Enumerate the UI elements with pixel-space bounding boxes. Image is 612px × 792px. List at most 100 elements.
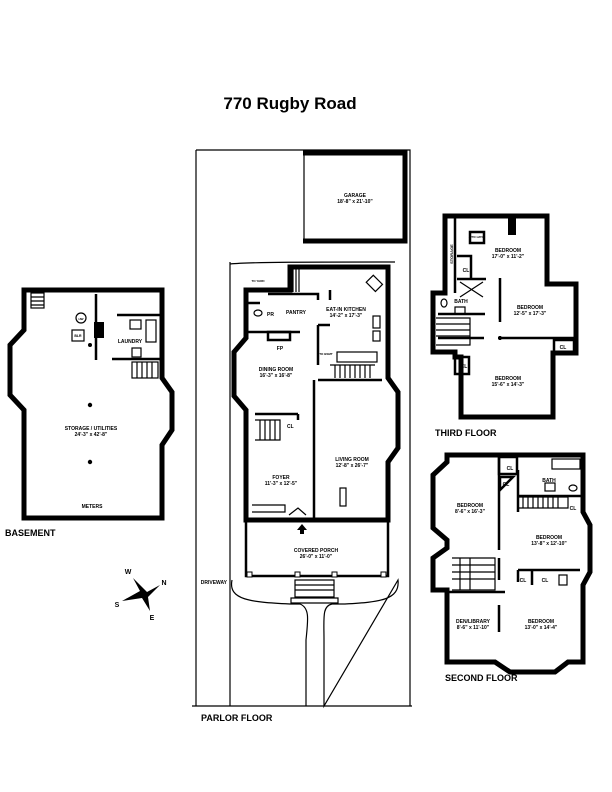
porch-walls [244, 520, 390, 578]
room-label-living: LIVING ROOM [335, 457, 369, 463]
closet-label: CL [463, 268, 470, 274]
room-size-storage: 24'-3" x 42'-8" [75, 432, 108, 438]
porch-columns [246, 571, 387, 578]
basement-stairs [30, 292, 159, 379]
chimney [94, 322, 104, 338]
compass-east: E [150, 615, 155, 622]
washer-icon [129, 319, 142, 330]
room-label-storage: STORAGE / UTILITIES [65, 426, 118, 432]
second-floor-plan: CL CL CL CL CL BATH BEDROOM 8'-6" x 16'-… [430, 452, 593, 683]
room-size-bedroom: 13'-0" x 14'-4" [525, 625, 558, 631]
room-label-den: DEN/LIBRARY [456, 619, 491, 625]
room-label-bedroom: BEDROOM [495, 376, 521, 382]
closet-label: CL [461, 364, 468, 370]
property-line [229, 261, 396, 265]
entry-arrow-icon [297, 524, 307, 534]
room-size-living: 12'-8" x 26'-7" [336, 463, 369, 469]
fireplace-label: FP [277, 346, 284, 352]
linen-closet [459, 281, 484, 298]
closet [339, 487, 347, 507]
table-icon [365, 274, 384, 293]
sink-icon [558, 574, 568, 586]
front-door [288, 507, 307, 516]
fireplace-icon [266, 330, 292, 342]
floor-label-basement: BASEMENT [5, 528, 56, 538]
closet-label: CL [507, 466, 514, 472]
third-floor-walls [430, 213, 579, 420]
water-heater-label: HW [79, 317, 84, 321]
closet-label: CL [503, 482, 510, 488]
chimney [508, 218, 516, 235]
closet-label: CL [520, 578, 527, 584]
room-label-dining: DINING ROOM [259, 367, 293, 373]
closet-label: CL [542, 578, 549, 584]
closet-label: CL [560, 345, 567, 351]
sink-icon [454, 306, 466, 315]
room-label-kitchen: EAT-IN KITCHEN [326, 307, 366, 313]
interior-walls [447, 457, 583, 632]
room-label-pantry: PANTRY [286, 310, 307, 316]
room-label-bath: BATH [542, 478, 556, 484]
rear-steps [289, 267, 300, 292]
meters-label: METERS [82, 504, 104, 510]
lot-lines [192, 149, 412, 707]
room-label-bath: BATH [454, 299, 468, 305]
fridge-icon [372, 330, 381, 342]
room-label-bedroom: BEDROOM [536, 535, 562, 541]
bench [252, 504, 286, 513]
attic-hatch [468, 230, 486, 245]
compass-south: S [115, 602, 120, 609]
front-steps [290, 579, 339, 604]
driveway-path [230, 578, 399, 709]
floor-label-second: SECOND FLOOR [445, 673, 518, 683]
room-size-bedroom: 15'-6" x 14'-3" [492, 382, 525, 388]
laundry-walls [112, 313, 160, 361]
room-size-den: 8'-6" x 11'-10" [457, 625, 490, 631]
driveway-label: DRIVEWAY [201, 580, 228, 586]
bathtub-icon [551, 458, 581, 470]
room-label-bedroom: BEDROOM [517, 305, 543, 311]
room-size-bedroom: 8'-6" x 16'-3" [455, 509, 486, 515]
closet [552, 338, 576, 356]
toilet-icon [440, 298, 448, 308]
room-size-porch: 26'-0" x 11'-0" [300, 554, 333, 560]
compass-north: N [161, 580, 166, 587]
room-label-garage: GARAGE [344, 193, 367, 199]
powder-room-label: PR [267, 312, 274, 318]
compass-west: W [125, 569, 132, 576]
boiler-icon [71, 329, 85, 342]
garage-walls [303, 150, 408, 244]
stairs [436, 317, 471, 346]
room-size-foyer: 11'-3" x 12'-5" [265, 481, 298, 487]
toilet-icon [253, 309, 263, 317]
basement-stairs [330, 364, 375, 378]
room-size-bedroom: 13'-8" x 12'-10" [531, 541, 567, 547]
closet [498, 475, 517, 494]
stairs [452, 557, 496, 591]
closet-label: CL [570, 506, 577, 512]
toilet-icon [568, 484, 578, 492]
room-label-bedroom: BEDROOM [457, 503, 483, 509]
dryer-icon [145, 319, 157, 343]
closet-label: CL [287, 424, 294, 430]
stairs [518, 496, 569, 509]
room-size-bedroom: 12'-5" x 17'-3" [514, 311, 547, 317]
basement-plan: HW BLR LAUNDRY STORAGE / UTILITIES 24'-3… [5, 287, 175, 538]
floor-label-third: THIRD FLOOR [435, 428, 497, 438]
boiler-label: BLR [74, 334, 82, 338]
compass-icon: W N S E [115, 569, 167, 622]
room-label-bedroom: BEDROOM [528, 619, 554, 625]
room-label-foyer: FOYER [272, 475, 290, 481]
second-floor-walls [430, 452, 593, 675]
stove-icon [372, 315, 381, 329]
room-label-laundry: LAUNDRY [118, 339, 143, 345]
water-heater-icon [75, 312, 87, 324]
closet [497, 455, 519, 476]
room-size-kitchen: 14'-2" x 17'-3" [330, 313, 363, 319]
room-size-bedroom: 17'-0" x 11'-2" [492, 254, 525, 260]
house-walls [231, 264, 401, 523]
column [87, 459, 93, 465]
sink-icon [131, 347, 142, 358]
interior-walls [438, 254, 575, 340]
room-label-bedroom: BEDROOM [495, 248, 521, 254]
